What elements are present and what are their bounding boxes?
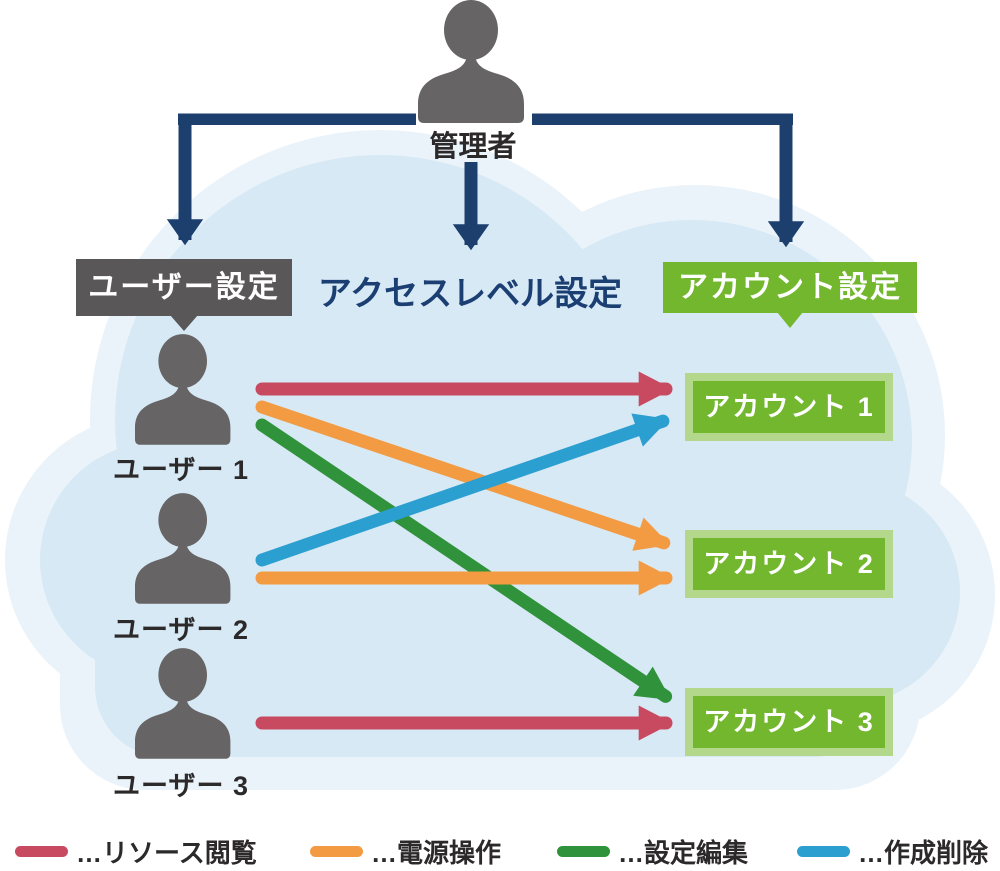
admin-person-icon bbox=[418, 0, 524, 123]
arrow-user1-account2-power-ops bbox=[255, 400, 671, 551]
legend-label-create-delete: …作成削除 bbox=[858, 837, 989, 868]
legend-label-power-ops: …電源操作 bbox=[371, 837, 502, 868]
legend-item-config-edit: …設定編集 bbox=[557, 836, 748, 868]
legend-label-config-edit: …設定編集 bbox=[618, 837, 749, 868]
arrow-user1-account3-config-edit bbox=[255, 418, 673, 703]
admin-label: 管理者 bbox=[429, 131, 517, 163]
legend-swatch-green bbox=[557, 845, 610, 857]
legend-swatch-blue bbox=[797, 845, 850, 857]
user1-label: ユーザー 1 bbox=[113, 455, 249, 485]
account2-label: アカウント 2 bbox=[693, 538, 885, 590]
legend-item-resource-view: …リソース閲覧 bbox=[15, 836, 257, 868]
legend-item-create-delete: …作成削除 bbox=[797, 836, 988, 868]
account-settings-box: アカウント設定 bbox=[663, 262, 917, 313]
legend-label-resource-view: …リソース閲覧 bbox=[76, 837, 257, 868]
user2-label: ユーザー 2 bbox=[113, 615, 249, 645]
legend-swatch-orange bbox=[310, 845, 363, 857]
legend-swatch-crimson bbox=[15, 845, 68, 857]
account3-label: アカウント 3 bbox=[693, 696, 885, 748]
arrow-user2-account1-create-delete bbox=[255, 413, 670, 567]
legend-item-power-ops: …電源操作 bbox=[310, 836, 501, 868]
account3-box: アカウント 3 bbox=[685, 688, 893, 756]
access-level-settings-heading: アクセスレベル設定 bbox=[317, 275, 623, 313]
admin-connector bbox=[166, 113, 805, 251]
user3-label: ユーザー 3 bbox=[113, 771, 249, 801]
permission-arrows bbox=[255, 371, 673, 741]
account1-box: アカウント 1 bbox=[685, 373, 893, 441]
user-settings-box: ユーザー設定 bbox=[76, 259, 292, 316]
account2-box: アカウント 2 bbox=[685, 530, 893, 598]
account1-label: アカウント 1 bbox=[693, 381, 885, 433]
